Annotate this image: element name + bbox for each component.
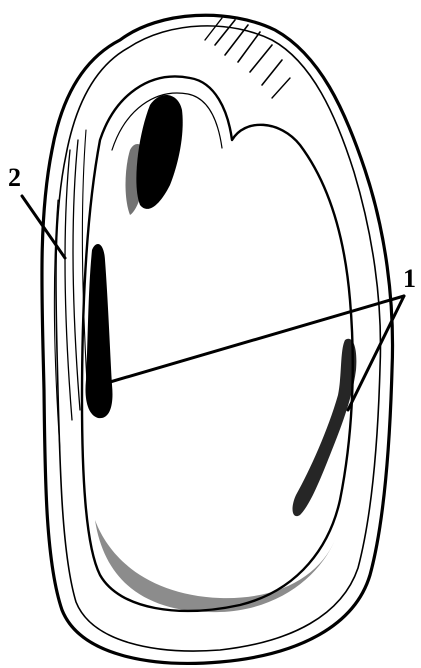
left-dark-band [86, 244, 113, 418]
endosperm-outline [82, 77, 353, 611]
callout-label-2: 2 [8, 163, 21, 192]
leader-line-1-left [110, 296, 404, 382]
callout-label-1: 1 [403, 264, 416, 293]
leader-line-1-right [348, 296, 404, 410]
bottom-shading [95, 520, 335, 612]
dark-apex-shading [126, 95, 183, 215]
right-dark-band [293, 339, 357, 516]
